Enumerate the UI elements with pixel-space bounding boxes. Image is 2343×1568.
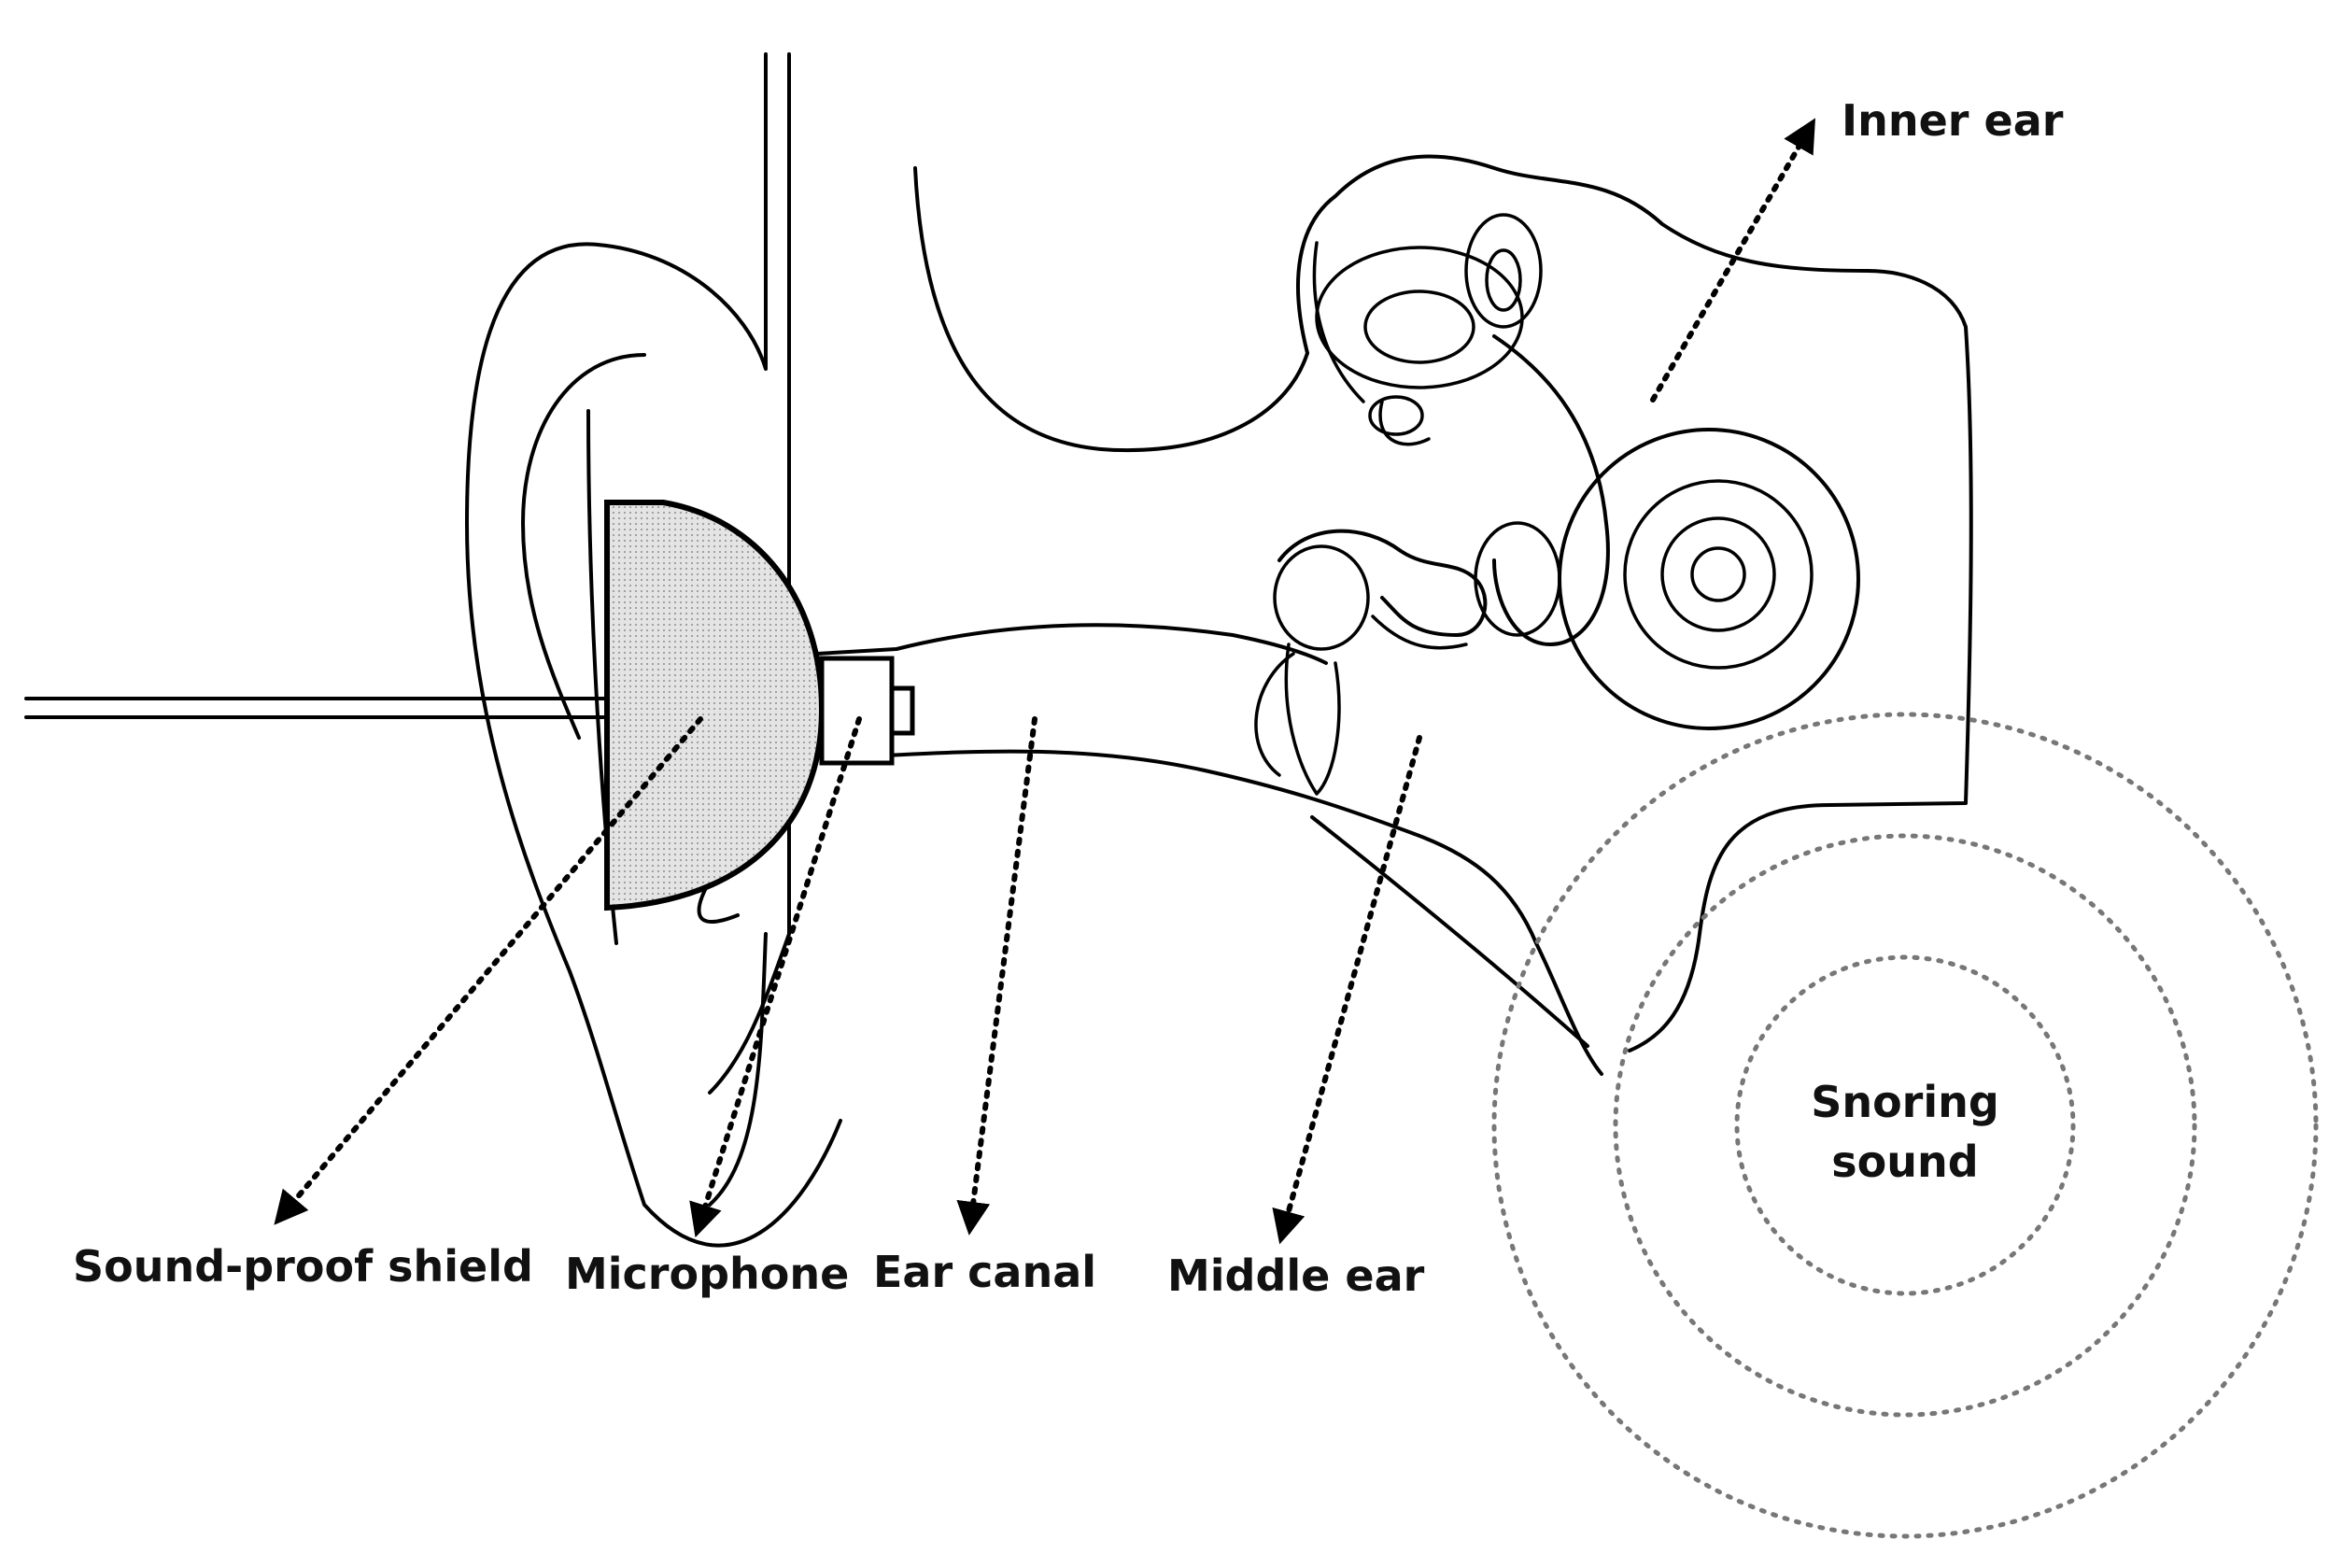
label-sound-proof-shield: Sound-proof shield	[73, 1241, 533, 1292]
label-microphone: Microphone	[565, 1249, 849, 1299]
earbud-device	[24, 500, 915, 911]
label-snoring-line2: sound	[1831, 1137, 1978, 1187]
sound-ring-outer	[1491, 712, 2319, 1539]
microphone-tip	[889, 685, 915, 736]
arrow-sound-proof-shield	[274, 716, 703, 1225]
arrow-inner-ear	[1650, 118, 1815, 403]
arrow-ear-canal	[956, 716, 1037, 1236]
label-ear-canal: Ear canal	[873, 1247, 1096, 1297]
arrow-microphone	[689, 716, 862, 1238]
label-inner-ear: Inner ear	[1842, 95, 2064, 146]
labels: Inner ear Snoring sound Sound-proof shie…	[73, 95, 2064, 1301]
head-outline	[815, 166, 1603, 1076]
snoring-sound-waves	[1491, 712, 2319, 1539]
microphone-body	[819, 656, 895, 766]
label-snoring-line1: Snoring	[1811, 1077, 1999, 1127]
label-middle-ear: Middle ear	[1167, 1250, 1425, 1301]
inner-ear-structure	[1254, 154, 1973, 1052]
pointer-arrows	[274, 118, 1815, 1245]
arrow-middle-ear	[1272, 735, 1422, 1245]
sound-ring-middle	[1613, 833, 2197, 1418]
sound-ring-inner	[1734, 954, 2076, 1296]
